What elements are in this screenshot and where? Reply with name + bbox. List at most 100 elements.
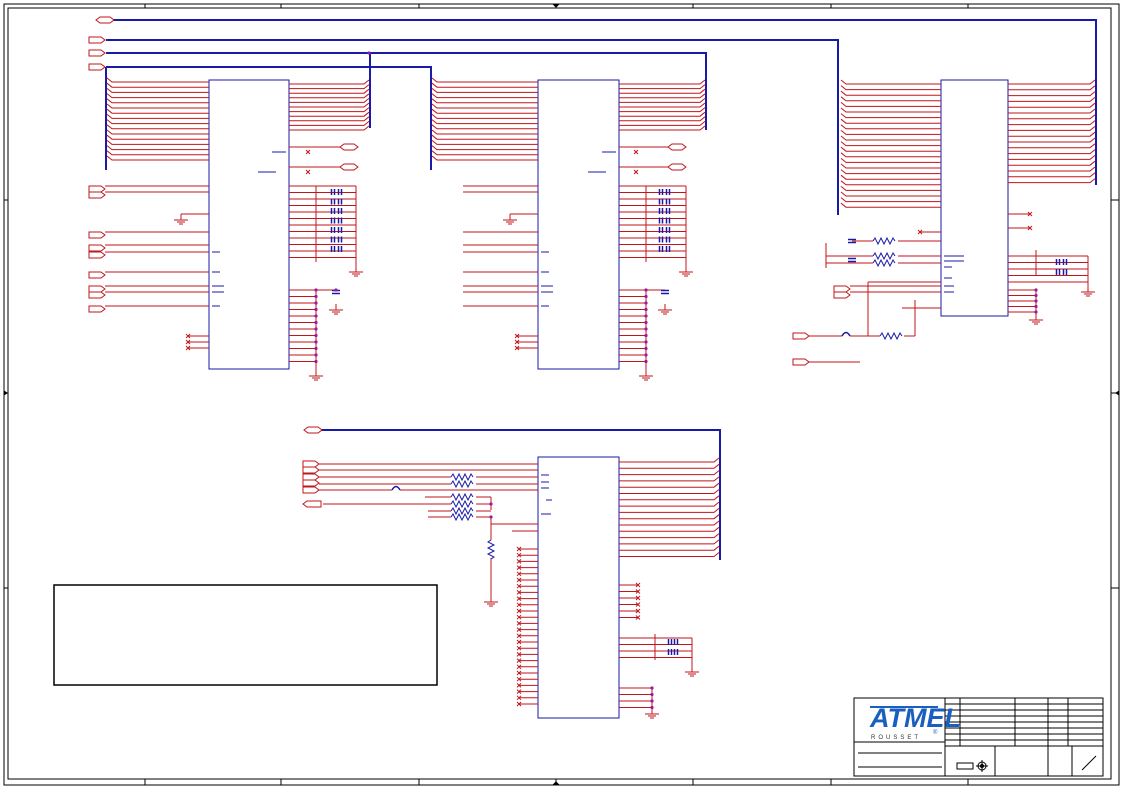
data-wire	[619, 79, 706, 85]
address-wire	[106, 145, 209, 151]
data-wire	[1008, 166, 1096, 172]
junction-dot	[1034, 293, 1038, 298]
address-wire	[106, 98, 209, 104]
address-wire	[840, 186, 941, 191]
no-connect	[516, 614, 522, 620]
no-connect	[516, 571, 522, 577]
junction-dot	[314, 294, 318, 299]
junction-dot	[314, 346, 318, 351]
junction-dot	[314, 327, 318, 331]
data-wire	[289, 93, 370, 99]
junctions	[314, 51, 1038, 710]
address-wire	[106, 82, 209, 88]
address-wire	[840, 146, 941, 152]
no-connect	[185, 345, 191, 351]
data-wire	[619, 111, 706, 117]
address-wire	[840, 96, 941, 102]
address-wire	[106, 119, 209, 125]
title-block	[853, 697, 1104, 777]
no-connect	[185, 333, 191, 339]
no-connect	[514, 345, 520, 351]
address-wire	[840, 79, 941, 85]
data-wire	[619, 463, 720, 469]
no-connect	[516, 633, 522, 639]
address-wire	[431, 82, 538, 88]
junction-dot	[644, 320, 648, 325]
data-wire	[619, 514, 720, 520]
address-wire	[840, 124, 941, 130]
data-wire	[619, 501, 720, 507]
junction-dot	[644, 353, 648, 357]
data-wire	[289, 102, 370, 108]
junction-dot	[314, 340, 318, 344]
no-connect	[516, 689, 522, 694]
address-wire	[106, 150, 209, 156]
no-connect	[516, 676, 522, 682]
svg-text:®: ®	[933, 729, 938, 736]
atmel-logo: ATMEL ROUSSET ®	[869, 703, 961, 741]
no-connect	[516, 621, 522, 626]
data-wire	[289, 125, 370, 131]
junction-dot	[650, 686, 654, 690]
no-connect	[633, 149, 639, 155]
junction-dot	[1034, 304, 1038, 309]
data-wire	[1008, 160, 1096, 166]
data-wire	[1008, 178, 1096, 184]
junction-dot	[644, 307, 648, 312]
data-wire	[619, 520, 720, 526]
data-wire	[289, 121, 370, 126]
data-wire	[1008, 79, 1096, 85]
fuses	[391, 331, 851, 491]
data-wire	[289, 84, 370, 90]
no-connect	[305, 169, 311, 175]
junction-dot	[314, 320, 318, 325]
junction-dot	[314, 288, 318, 292]
data-wire	[619, 545, 720, 551]
data-wire	[619, 470, 720, 476]
address-wire	[106, 77, 209, 83]
address-wire	[431, 93, 538, 99]
resistors	[450, 236, 903, 560]
address-wire	[106, 93, 209, 99]
no-connect	[514, 339, 520, 345]
junction-dot	[314, 314, 318, 318]
junction-dot	[314, 333, 318, 338]
no-connect	[516, 652, 522, 657]
data-wire	[619, 93, 706, 99]
junction-dot	[644, 333, 648, 338]
no-connect	[305, 149, 311, 155]
data-wire	[1008, 126, 1096, 131]
address-wire	[431, 150, 538, 156]
junction-dot	[644, 288, 648, 292]
no-connect	[516, 664, 522, 670]
no-connect	[516, 627, 522, 632]
address-wire	[431, 134, 538, 140]
junction-dot	[314, 307, 318, 312]
data-wire	[1008, 120, 1096, 126]
no-connect	[516, 658, 522, 663]
address-wire	[106, 103, 209, 109]
no-connect	[514, 333, 520, 339]
no-connect	[516, 645, 522, 651]
data-wire	[1008, 108, 1096, 114]
address-wire	[840, 191, 941, 197]
no-connect	[516, 559, 522, 564]
address-wire	[106, 88, 209, 93]
address-wire	[431, 155, 538, 161]
address-wire	[431, 114, 538, 119]
data-wire	[289, 79, 370, 85]
data-wire	[1008, 143, 1096, 149]
address-wire	[840, 135, 941, 141]
data-wire	[619, 107, 706, 113]
data-wire	[289, 116, 370, 122]
address-wire	[840, 169, 941, 175]
data-wire	[619, 539, 720, 545]
no-connect	[516, 695, 522, 701]
data-wire	[619, 533, 720, 539]
sheet-frame	[3, 3, 1120, 786]
no-connect	[635, 589, 641, 594]
junction-dot	[650, 692, 654, 697]
data-wire	[619, 116, 706, 122]
data-wire	[1008, 97, 1096, 102]
